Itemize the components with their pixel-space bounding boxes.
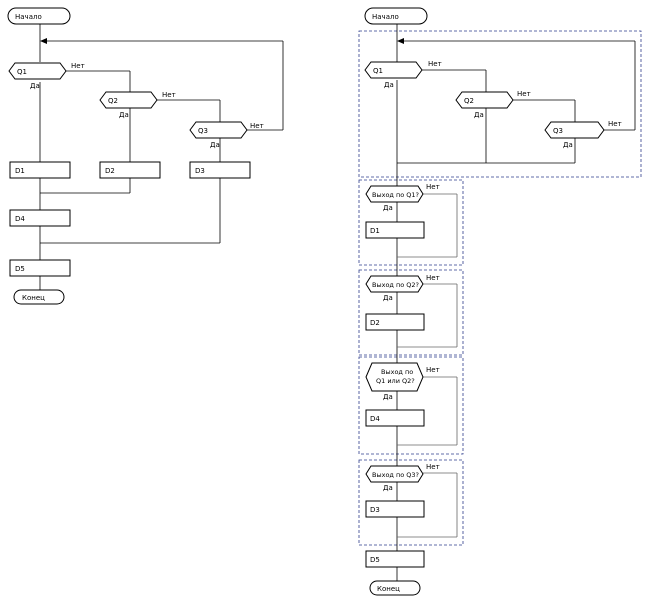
right-q2-no-label: Нет (517, 90, 531, 98)
right-q1-no-label: Нет (428, 60, 442, 68)
right-exit-q1q2-line1: Выход по (381, 368, 413, 376)
right-process-d3 (365, 500, 425, 518)
left-decision-q1 (8, 62, 67, 80)
right-exit-q1-yes-label: Да (383, 204, 393, 212)
left-process-d3 (189, 161, 251, 179)
right-end-terminal (369, 580, 421, 596)
right-process-d1 (365, 221, 425, 239)
right-group-exit-q1q2 (358, 356, 464, 455)
right-exit-q3-no-label: Нет (426, 463, 440, 471)
right-connectors (396, 24, 636, 581)
right-q1-label: Q1 (373, 67, 383, 75)
left-q3-label: Q3 (198, 127, 208, 135)
right-q3-no-label: Нет (608, 120, 622, 128)
right-decision-q2 (455, 91, 514, 109)
left-process-d2 (99, 161, 161, 179)
left-end-terminal (13, 289, 65, 305)
right-q3-label: Q3 (553, 127, 563, 135)
left-process-d4 (9, 209, 71, 227)
left-connectors (39, 24, 284, 290)
left-process-d1 (9, 161, 71, 179)
left-q1-no-label: Нет (71, 62, 85, 70)
left-q1-yes-label: Да (30, 82, 40, 90)
left-d3-label: D3 (195, 167, 205, 175)
right-d4-label: D4 (370, 415, 380, 423)
right-d1-label: D1 (370, 227, 380, 235)
right-start-label: Начало (372, 13, 399, 21)
right-exit-q2-no-label: Нет (426, 274, 440, 282)
right-decision-q3 (544, 121, 605, 139)
right-group-search (358, 30, 642, 178)
right-d5-label: D5 (370, 556, 380, 564)
right-exit-q1-no-label: Нет (426, 183, 440, 191)
right-decision-exit-q1-or-q2 (365, 362, 424, 392)
left-d4-label: D4 (15, 215, 25, 223)
right-exit-q1q2-no-label: Нет (426, 366, 440, 374)
right-process-d4 (365, 409, 425, 427)
right-group-exit-q2 (358, 269, 464, 356)
left-start-terminal (7, 7, 71, 25)
right-d2-label: D2 (370, 319, 380, 327)
right-exit-q1q2-yes-label: Да (383, 393, 393, 401)
right-q2-label: Q2 (464, 97, 474, 105)
left-decision-q2 (99, 91, 158, 109)
left-decision-q3 (189, 121, 248, 139)
right-group-exit-q1 (358, 179, 464, 266)
right-decision-q1 (364, 61, 423, 79)
right-exit-q1q2-line2: Q1 или Q2? (376, 377, 415, 385)
right-decision-exit-q1 (365, 185, 424, 203)
right-group-exit-q3 (358, 459, 464, 546)
right-process-d2 (365, 313, 425, 331)
right-q2-yes-label: Да (474, 111, 484, 119)
left-end-label: Конец (22, 294, 45, 302)
left-d2-label: D2 (105, 167, 115, 175)
right-decision-exit-q3 (365, 465, 424, 483)
right-end-label: Конец (377, 585, 400, 593)
right-d3-label: D3 (370, 506, 380, 514)
left-q2-label: Q2 (108, 97, 118, 105)
left-flowchart: Начало Конец Q1 Нет Да Q2 Нет Да Q3 Нет … (7, 7, 284, 305)
left-d1-label: D1 (15, 167, 25, 175)
right-exit-q1-label: Выход по Q1? (372, 191, 419, 199)
left-q3-no-label: Нет (250, 122, 264, 130)
left-start-label: Начало (15, 13, 42, 21)
right-process-d5 (365, 550, 425, 568)
left-q2-no-label: Нет (162, 91, 176, 99)
right-exit-q2-yes-label: Да (383, 294, 393, 302)
right-start-terminal (364, 7, 428, 25)
left-q1-label: Q1 (17, 68, 27, 76)
right-q3-yes-label: Да (563, 141, 573, 149)
right-flowchart: Начало Конец Q1 Нет Да Q2 Нет Да Q3 Нет … (358, 7, 642, 596)
left-q2-yes-label: Да (119, 111, 129, 119)
right-exit-q3-yes-label: Да (383, 484, 393, 492)
right-decision-exit-q2 (365, 275, 424, 293)
left-q3-yes-label: Да (210, 141, 220, 149)
left-process-d5 (9, 259, 71, 277)
right-exit-q2-label: Выход по Q2? (372, 281, 419, 289)
left-d5-label: D5 (15, 265, 25, 273)
right-exit-q3-label: Выход по Q3? (372, 471, 419, 479)
right-q1-yes-label: Да (384, 81, 394, 89)
